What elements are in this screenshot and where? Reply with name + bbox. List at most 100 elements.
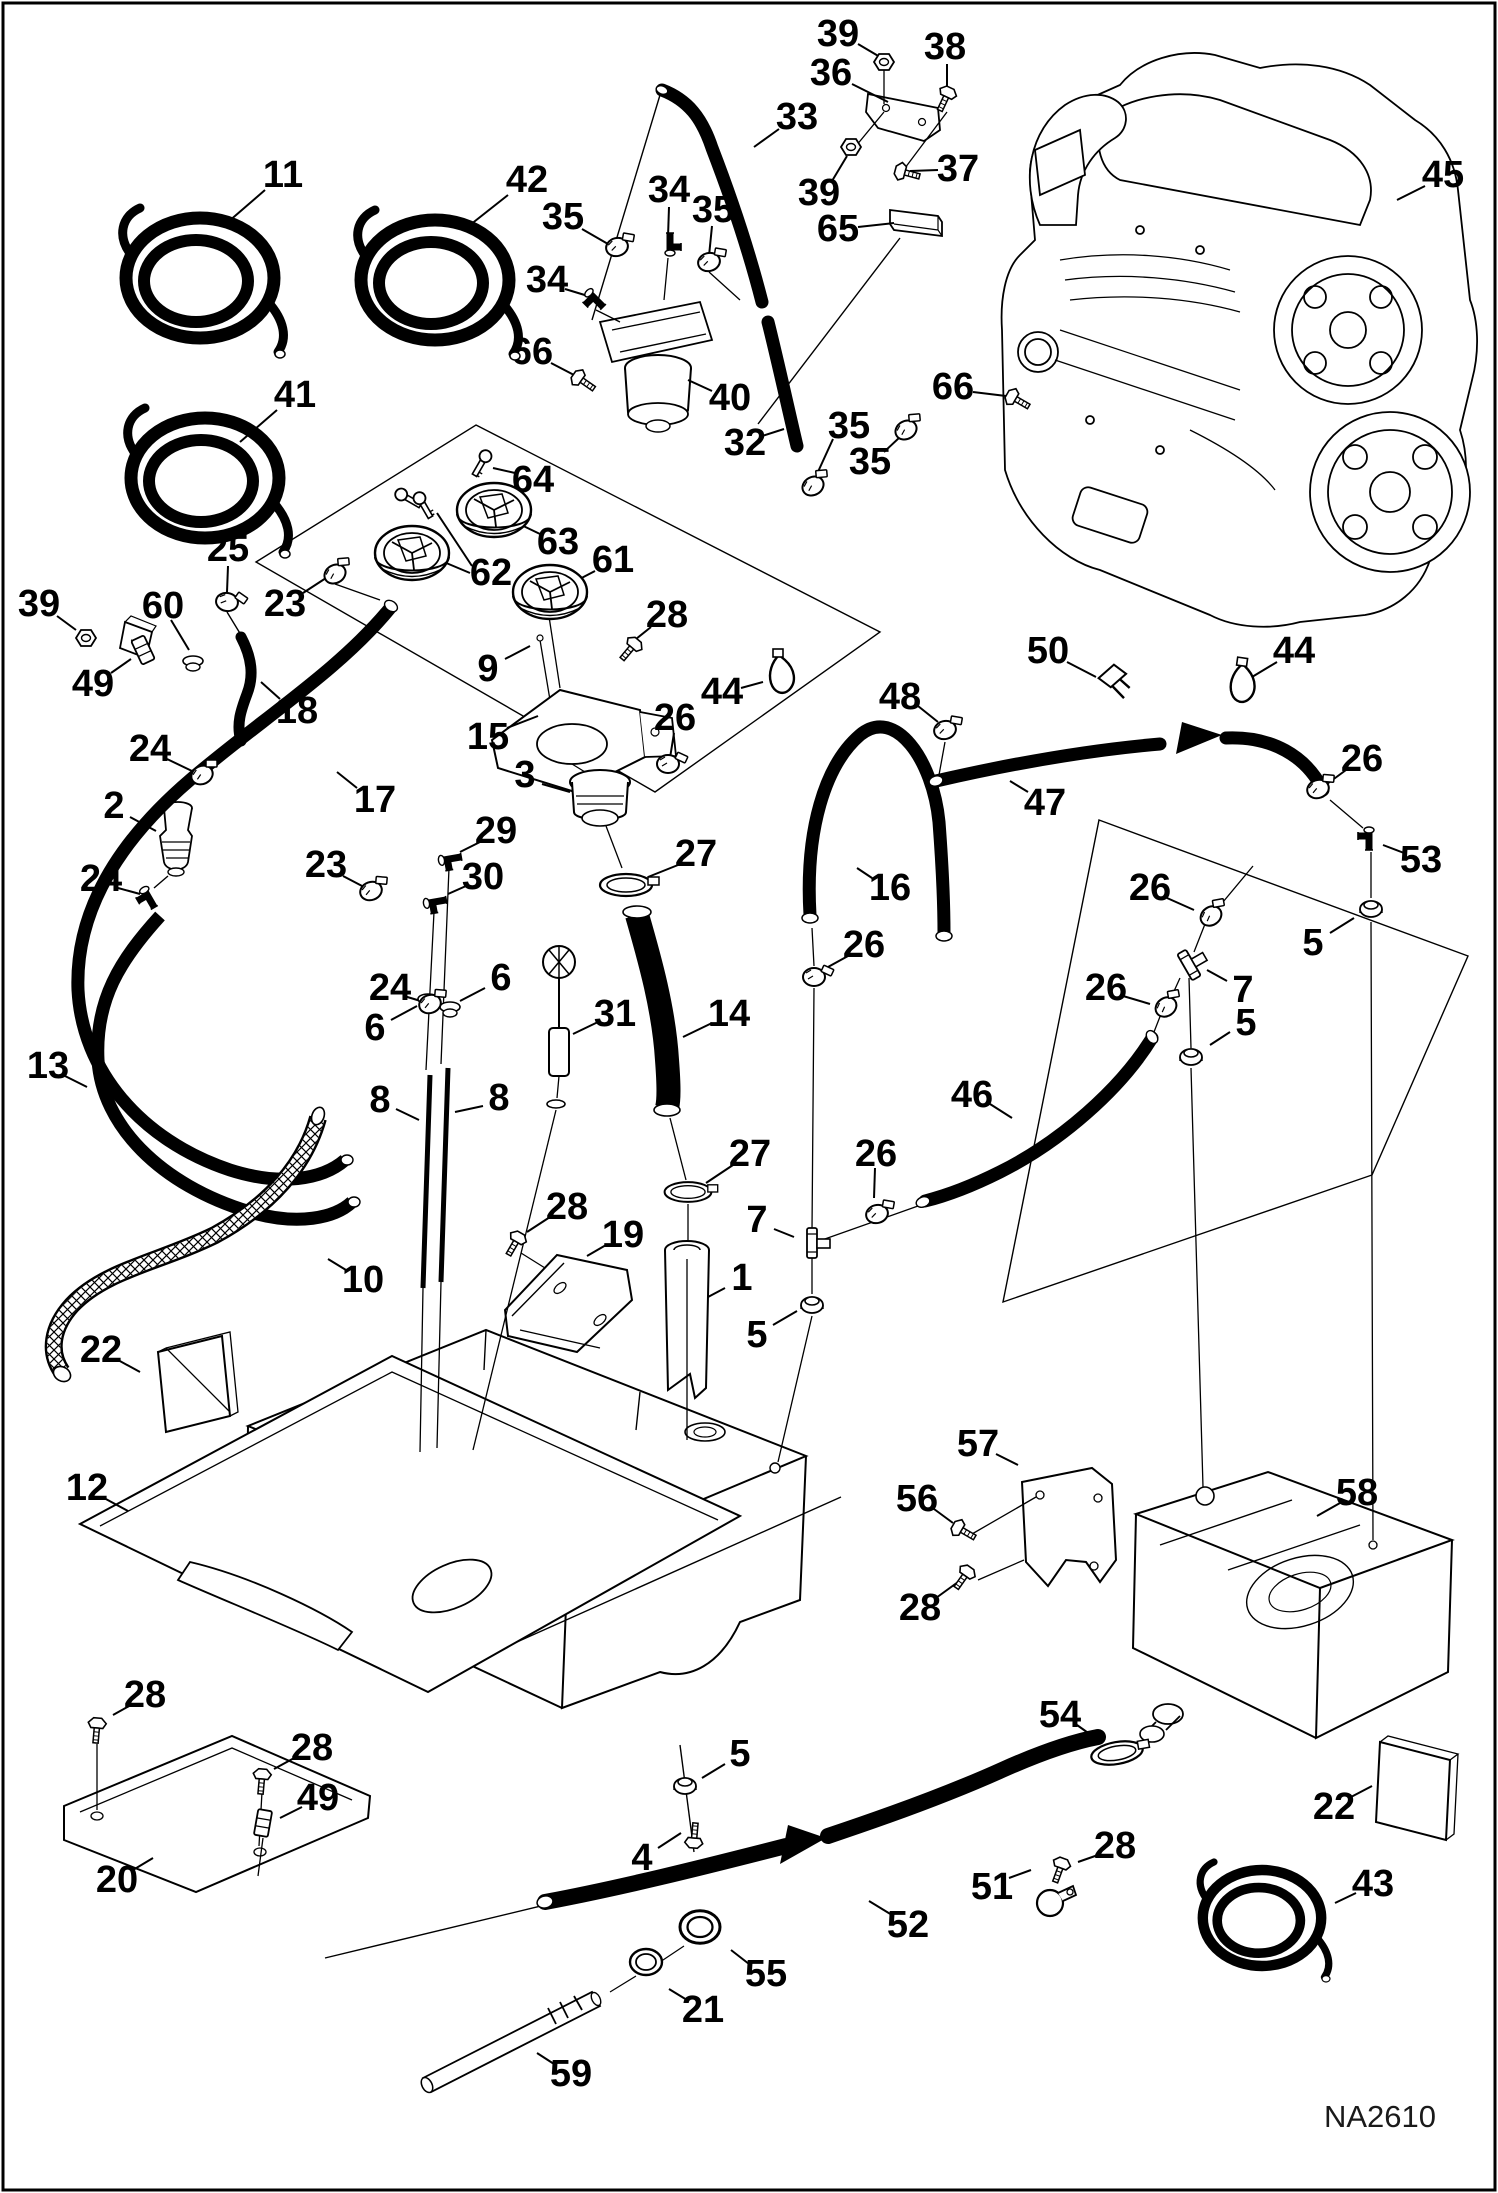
leader-line-24 (117, 887, 141, 895)
leader-line-10 (327, 1258, 347, 1271)
callout-57: 57 (957, 1423, 999, 1465)
fuel-cap-63 (455, 481, 533, 539)
leader-line-21 (668, 1988, 688, 2001)
callout-55: 55 (745, 1953, 787, 1995)
leader-line-24 (166, 758, 193, 772)
washer-60 (182, 655, 204, 672)
leader-line-12 (103, 1497, 129, 1512)
hose-18 (233, 631, 257, 747)
leader-line-26 (1122, 995, 1151, 1005)
hose-13 (91, 911, 357, 1226)
callout-37: 37 (937, 148, 979, 190)
callout-28: 28 (124, 1674, 166, 1716)
callout-28: 28 (646, 594, 688, 636)
callout-28: 28 (546, 1186, 588, 1228)
callout-40: 40 (709, 377, 751, 419)
leader-line-42 (469, 194, 509, 226)
leader-line-5 (1209, 1031, 1231, 1046)
callout-12: 12 (66, 1467, 108, 1509)
leader-line-4 (657, 1832, 682, 1849)
callout-26: 26 (654, 697, 696, 739)
callout-14: 14 (708, 993, 750, 1035)
figure-code: NA2610 (1324, 2099, 1436, 2134)
leader-line-47 (1009, 780, 1029, 793)
callout-44: 44 (1273, 630, 1315, 672)
callout-47: 47 (1024, 782, 1066, 824)
callout-15: 15 (467, 716, 509, 758)
callout-26: 26 (855, 1133, 897, 1175)
reservoir-58 (1131, 1470, 1455, 1743)
leader-line-46 (989, 1103, 1013, 1119)
leader-line-17 (336, 771, 358, 789)
callout-53: 53 (1400, 839, 1442, 881)
callout-46: 46 (951, 1074, 993, 1116)
hose-52-left (537, 1838, 794, 1910)
leader-line-49 (279, 1806, 303, 1819)
sender-31 (472, 945, 576, 1451)
callout-33: 33 (776, 96, 818, 138)
leader-line-48 (917, 705, 939, 723)
leader-line-64 (492, 467, 516, 474)
leader-line-51 (1008, 1869, 1032, 1879)
callout-24: 24 (80, 858, 122, 900)
leader-line-25 (226, 565, 229, 593)
callout-22: 22 (1313, 1786, 1355, 1828)
pump-bracket (598, 300, 714, 364)
callout-65: 65 (817, 208, 859, 250)
pad-22b (1374, 1735, 1460, 1842)
callout-50: 50 (1027, 630, 1069, 672)
leader-line-7 (1206, 969, 1228, 982)
leader-line-59 (536, 2052, 555, 2065)
callout-5: 5 (729, 1733, 750, 1775)
callout-23: 23 (305, 844, 347, 886)
callout-7: 7 (746, 1199, 767, 1241)
leader-line-8 (395, 1108, 420, 1121)
callout-24: 24 (369, 967, 411, 1009)
fuel-cap-61 (511, 563, 589, 621)
callout-49: 49 (72, 663, 114, 705)
callout-19: 19 (602, 1214, 644, 1256)
callout-4: 4 (631, 1837, 652, 1879)
callout-6: 6 (490, 957, 511, 999)
leader-line-27 (647, 864, 679, 878)
hose-32 (761, 315, 804, 453)
leader-line-39 (831, 155, 848, 182)
callout-13: 13 (27, 1045, 69, 1087)
leader-line-11 (227, 189, 266, 223)
callout-20: 20 (96, 1859, 138, 1901)
callout-59: 59 (550, 2053, 592, 2095)
leader-line-35 (708, 225, 713, 257)
bottom-fill-train (420, 1729, 1106, 2094)
leader-line-28 (112, 1704, 132, 1716)
leader-line-35 (883, 436, 901, 453)
hose-52-right (820, 1729, 1106, 1844)
leader-line-9 (504, 645, 531, 660)
leader-line-34 (667, 206, 670, 238)
leader-line-28 (635, 626, 652, 640)
callout-27: 27 (675, 833, 717, 875)
callout-60: 60 (142, 585, 184, 627)
callout-28: 28 (1094, 1825, 1136, 1867)
callout-35: 35 (849, 441, 891, 483)
hose-17 (71, 602, 397, 1186)
leader-line-6 (390, 1005, 418, 1021)
callout-34: 34 (526, 259, 568, 301)
leader-line-3 (541, 783, 571, 793)
callout-44: 44 (701, 671, 743, 713)
callout-5: 5 (746, 1314, 767, 1356)
callout-24: 24 (129, 728, 171, 770)
nut-39b (840, 138, 862, 156)
braided-hose-10 (44, 1106, 327, 1383)
callout-35: 35 (542, 196, 584, 238)
callout-18: 18 (276, 690, 318, 732)
callout-26: 26 (1085, 967, 1127, 1009)
callout-28: 28 (291, 1727, 333, 1769)
leader-line-20 (132, 1857, 154, 1871)
vent-rods-8 (419, 867, 451, 1453)
callout-5: 5 (1235, 1002, 1256, 1044)
bracket-57 (971, 1466, 1118, 1588)
callout-36: 36 (810, 52, 852, 94)
leader-line-22 (117, 1359, 141, 1373)
leader-line-62 (436, 512, 473, 567)
